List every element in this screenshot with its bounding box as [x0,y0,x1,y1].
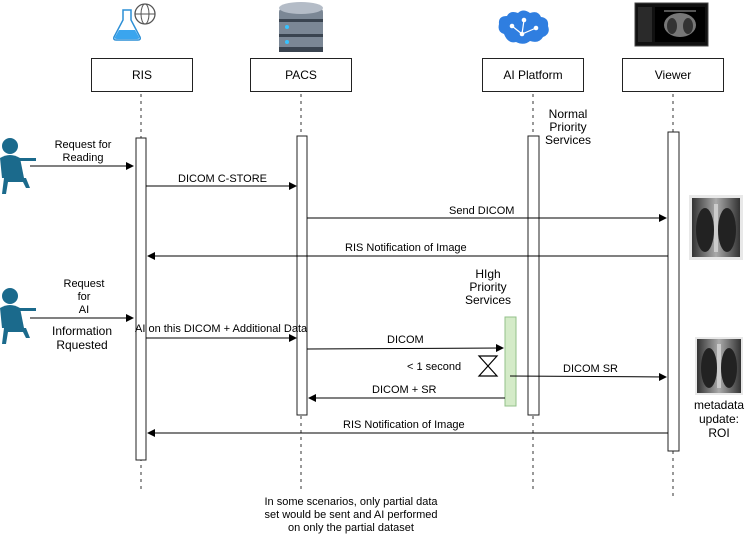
message-label-dicom-sr: DICOM SR [563,363,618,375]
activation-ai-high-priority [504,316,517,407]
message-label-send-dicom: Send DICOM [449,205,515,217]
brain-circuit-icon [498,10,549,44]
activation-pacs [296,135,308,416]
message-label-ris-notification-2: RIS Notification of Image [343,419,465,431]
message-label-ai-on-dicom: AI on this DICOM + Additional Data [135,323,308,335]
message-label-dicom: DICOM [387,334,424,346]
activation-ai [527,135,540,416]
note-metadata-update: metadata update: ROI [693,398,745,440]
activation-viewer [667,131,680,452]
chest-xray-image [695,337,743,395]
note-request-ai: Request for AI [63,278,105,316]
note-normal-priority: Normal Priority Services [544,107,591,147]
note-information-requested: Information Rquested [51,324,113,352]
lab-flask-globe-icon [113,3,156,41]
arrow-dicom-sr [509,372,667,381]
monitor-scan-icon [634,2,709,47]
message-label-dicom-cstore: DICOM C-STORE [178,173,268,185]
note-timer: < 1 second [407,361,462,373]
database-stack-icon [279,2,323,52]
arrow-dicom [306,344,504,353]
hourglass-icon [477,355,499,377]
note-footer: In some scenarios, only partial data set… [264,496,438,534]
note-high-priority: HIgh Priority Services [464,267,511,307]
person-at-laptop-icon [0,138,36,194]
note-request-reading: Request for Reading [54,139,112,164]
activation-ris [135,137,147,461]
message-label-dicom-plus-sr: DICOM + SR [372,384,437,396]
participant-viewer: Viewer [622,58,724,92]
chest-xray-image [689,195,743,260]
message-label-ris-notification-1: RIS Notification of Image [345,242,467,254]
participant-ris: RIS [91,58,193,92]
participant-ai-platform: AI Platform [482,58,584,92]
participant-pacs: PACS [250,58,352,92]
person-at-laptop-icon [0,288,36,344]
